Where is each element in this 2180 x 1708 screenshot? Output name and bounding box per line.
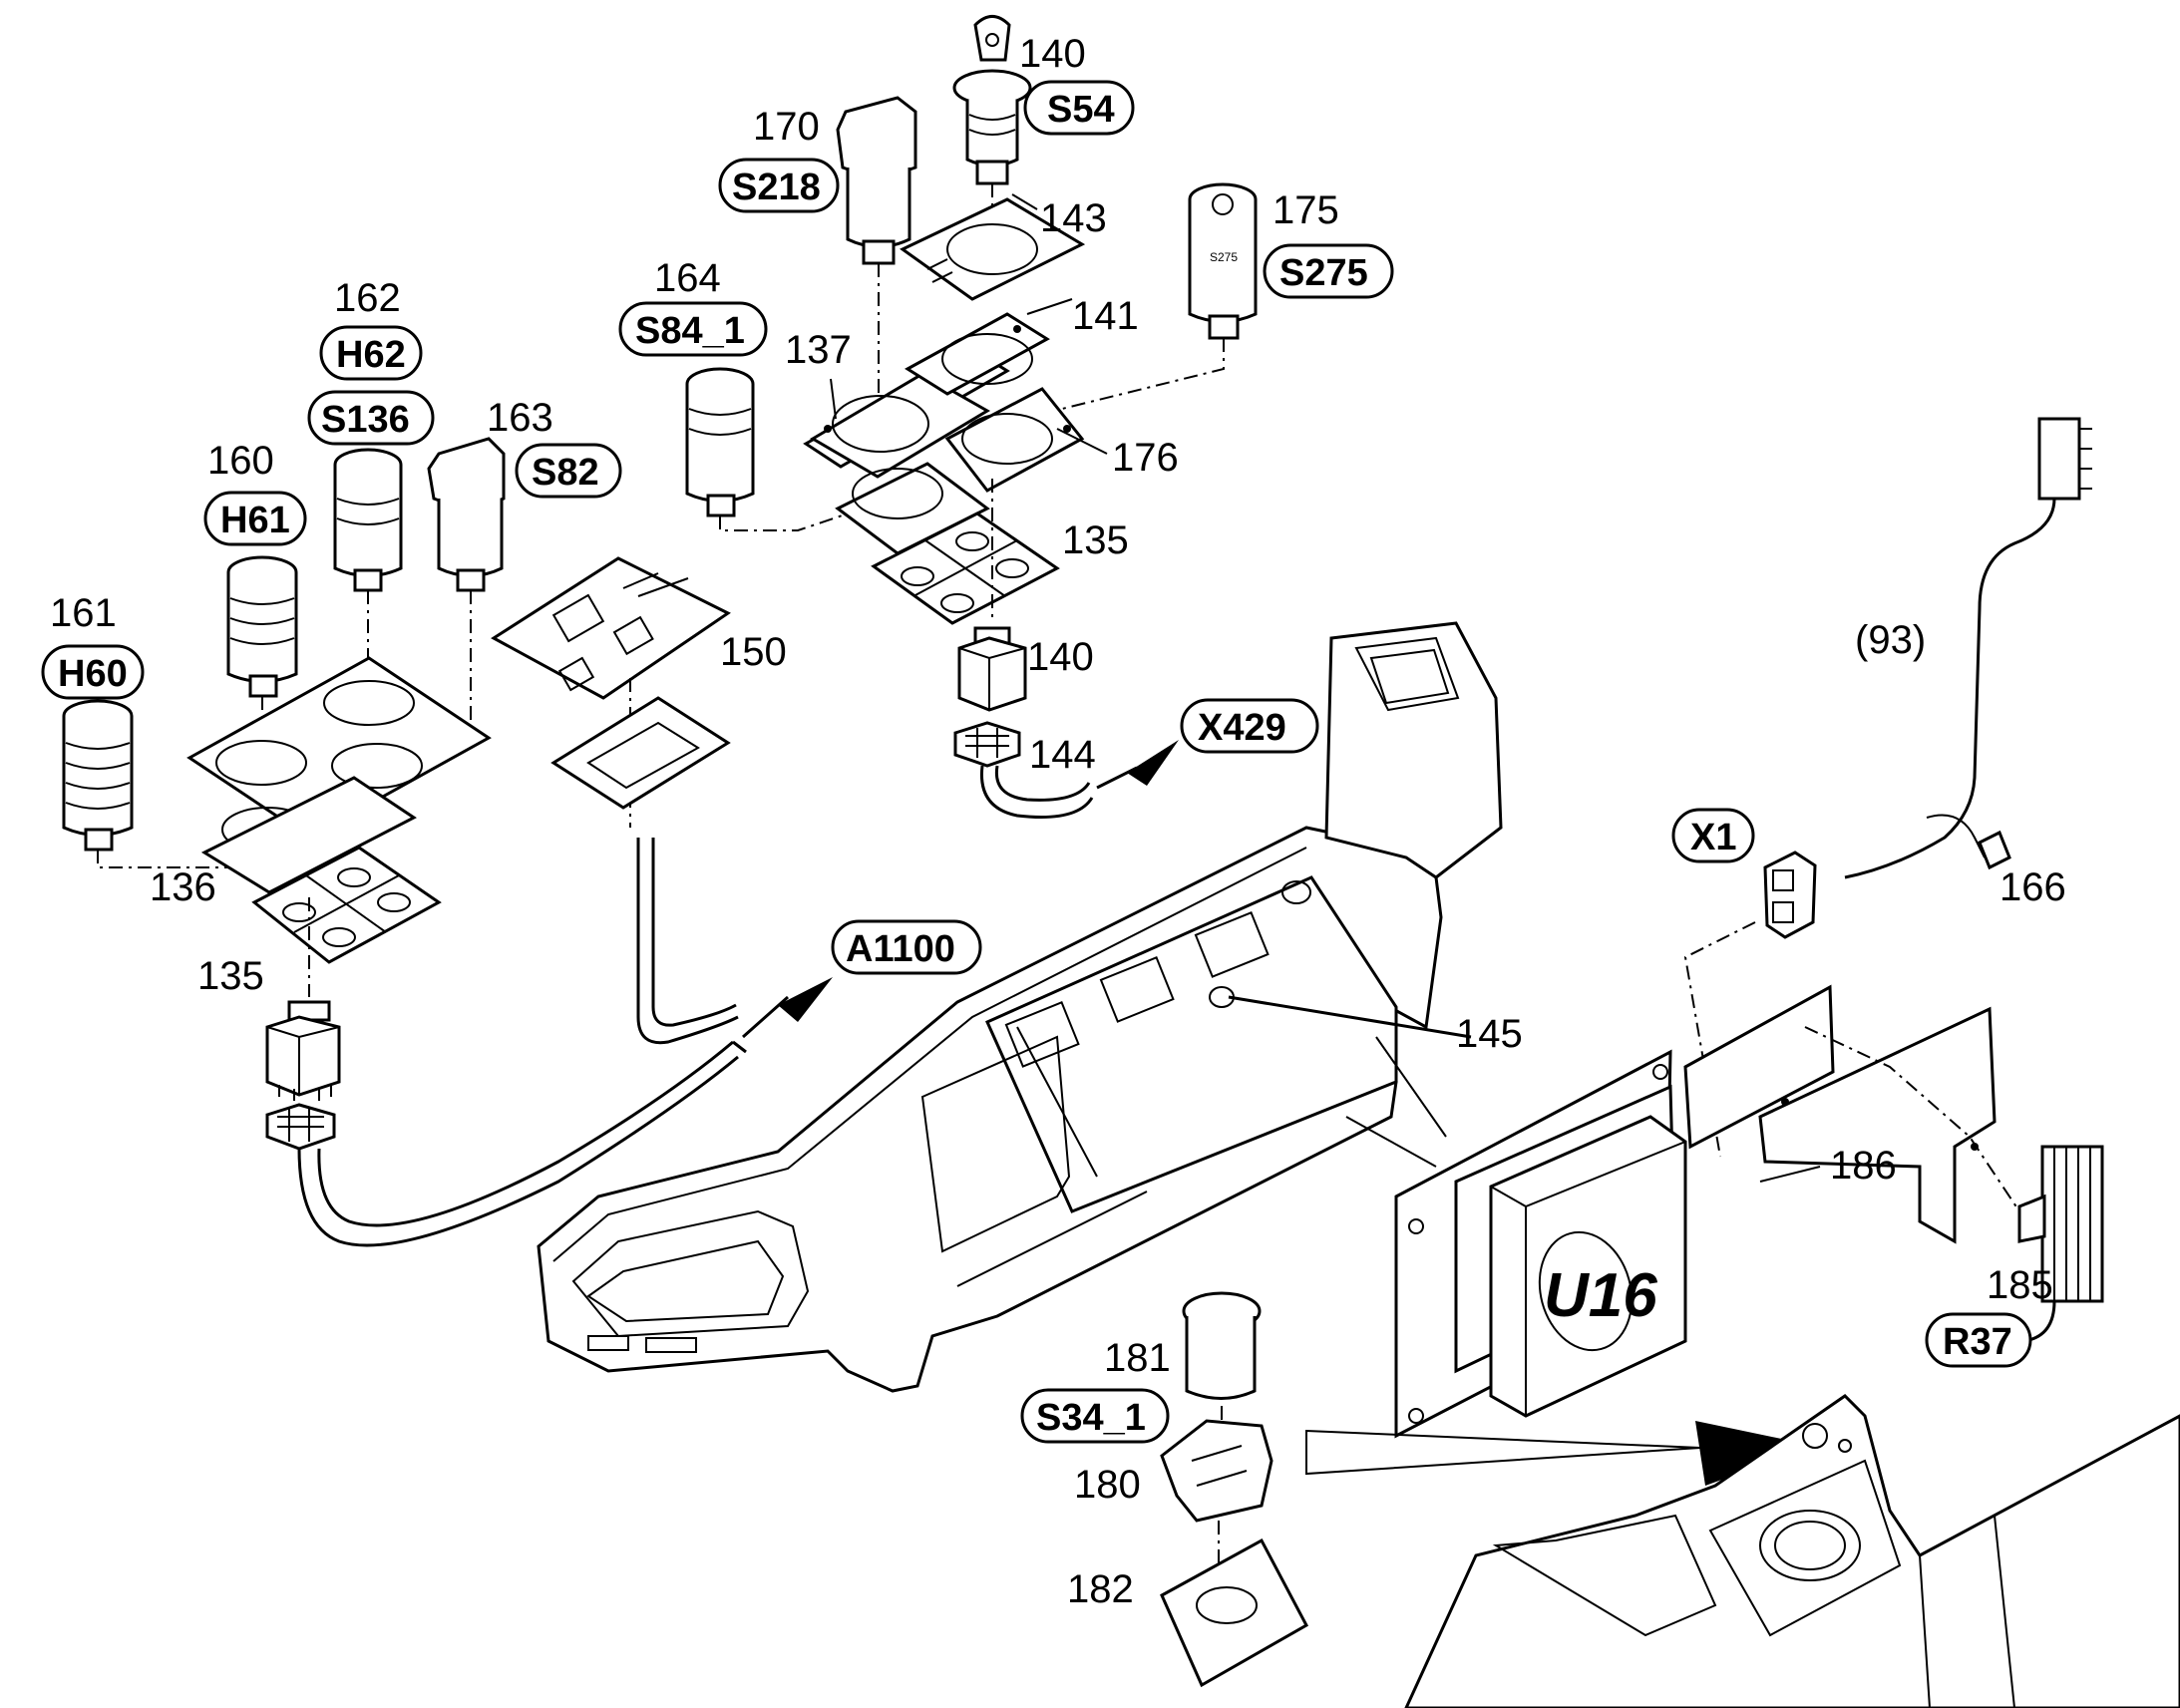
grid-plate-135-left bbox=[251, 846, 442, 964]
plate-143 bbox=[900, 197, 1086, 301]
svg-text:X429: X429 bbox=[1198, 707, 1286, 749]
part-number: 140 bbox=[1027, 635, 1094, 679]
arrow-a1100 bbox=[742, 977, 833, 1039]
svg-text:R37: R37 bbox=[1943, 1321, 2012, 1363]
ref-s54: S54 bbox=[1023, 80, 1135, 136]
ref-s84-1: S84_1 bbox=[618, 301, 768, 357]
part-marking-s275: S275 bbox=[1210, 250, 1238, 264]
ref-x1: X1 bbox=[1671, 808, 1755, 863]
part-number: 160 bbox=[207, 439, 274, 483]
module-label-u16: U16 bbox=[1544, 1261, 1657, 1330]
part-number: 176 bbox=[1112, 436, 1179, 480]
svg-text:A1100: A1100 bbox=[846, 928, 955, 970]
emergency-stop-group bbox=[1160, 1291, 1309, 1688]
part-number: 180 bbox=[1074, 1463, 1141, 1507]
part-number: 135 bbox=[1062, 518, 1129, 562]
switch-body-140 bbox=[957, 626, 1027, 712]
svg-text:H62: H62 bbox=[336, 334, 406, 376]
part-number: 135 bbox=[197, 954, 264, 998]
svg-text:S82: S82 bbox=[532, 452, 599, 494]
ref-x429: X429 bbox=[1180, 698, 1319, 754]
plate-137-141-176 bbox=[803, 312, 1085, 555]
pushbutton-h61 bbox=[226, 555, 298, 698]
rotary-switch-s82 bbox=[427, 437, 506, 592]
detail-arrow bbox=[1305, 1421, 1815, 1486]
part-number: 170 bbox=[753, 105, 820, 149]
label-plate-136 bbox=[186, 656, 492, 894]
part-number: 140 bbox=[1019, 32, 1086, 76]
keyswitch-s54 bbox=[952, 15, 1032, 185]
part-number: 137 bbox=[785, 328, 852, 372]
svg-text:X1: X1 bbox=[1690, 817, 1736, 858]
ref-h61: H61 bbox=[203, 491, 307, 546]
part-number: 161 bbox=[50, 591, 117, 635]
pushbutton-s84-1 bbox=[685, 367, 755, 517]
switch-body-135 bbox=[265, 1000, 341, 1101]
svg-text:S84_1: S84_1 bbox=[635, 310, 745, 352]
console-housing bbox=[537, 621, 1503, 1393]
svg-text:H61: H61 bbox=[220, 500, 290, 541]
ref-s82: S82 bbox=[515, 443, 622, 499]
part-number-labels: 140 170 143 175 164 162 141 137 163 176 … bbox=[50, 32, 2066, 1611]
connector-x1 bbox=[1683, 851, 1817, 1158]
bracket-186 bbox=[1683, 984, 2020, 1244]
part-number: 141 bbox=[1072, 294, 1139, 338]
cable-harness-93 bbox=[1844, 417, 2092, 879]
part-number: 182 bbox=[1067, 1567, 1134, 1611]
connector-144 bbox=[953, 721, 1094, 820]
ref-a1100: A1100 bbox=[831, 919, 982, 975]
part-number: 181 bbox=[1104, 1336, 1171, 1380]
part-number: 136 bbox=[150, 865, 216, 909]
ref-s218: S218 bbox=[718, 158, 840, 213]
part-number: (93) bbox=[1855, 618, 1926, 662]
part-number: 145 bbox=[1456, 1012, 1523, 1056]
arrow-x429 bbox=[1096, 740, 1179, 790]
ref-h60: H60 bbox=[41, 644, 145, 700]
resistor-r37 bbox=[1998, 1145, 2104, 1343]
svg-text:S54: S54 bbox=[1047, 89, 1115, 131]
part-number: 186 bbox=[1830, 1144, 1897, 1188]
upper-switch-group: S275 bbox=[685, 15, 1258, 820]
ref-s136: S136 bbox=[307, 390, 435, 446]
ref-s275: S275 bbox=[1263, 243, 1394, 299]
pushbutton-s275: S275 bbox=[1188, 182, 1258, 340]
grid-plate-135-top bbox=[871, 512, 1060, 625]
svg-text:S136: S136 bbox=[321, 399, 410, 441]
left-switch-group bbox=[62, 437, 747, 1247]
part-number: 164 bbox=[654, 256, 721, 300]
svg-text:S34_1: S34_1 bbox=[1036, 1397, 1146, 1439]
connector-left bbox=[265, 1103, 336, 1151]
control-module-u16: U16 bbox=[1394, 1049, 1687, 1439]
part-number: 143 bbox=[1040, 196, 1107, 240]
console-detail-view bbox=[1404, 1394, 2180, 1708]
part-number: 175 bbox=[1272, 188, 1339, 232]
svg-text:S218: S218 bbox=[732, 167, 821, 208]
switch-s136 bbox=[333, 448, 403, 592]
label-plate-150-group bbox=[491, 556, 739, 1045]
part-number: 150 bbox=[720, 630, 787, 674]
ref-r37: R37 bbox=[1925, 1312, 2032, 1368]
svg-text:H60: H60 bbox=[58, 653, 128, 695]
part-number: 166 bbox=[1999, 865, 2066, 909]
part-number: 185 bbox=[1987, 1263, 2053, 1307]
pushbutton-h60 bbox=[62, 699, 134, 852]
part-number: 163 bbox=[487, 396, 553, 440]
ref-h62: H62 bbox=[319, 325, 423, 381]
reference-designators: S54 S218 S275 S84_1 H62 S136 S82 H61 bbox=[41, 80, 2032, 1444]
part-number: 144 bbox=[1029, 733, 1096, 777]
ref-s34-1: S34_1 bbox=[1020, 1388, 1170, 1444]
rotary-switch-s218 bbox=[836, 96, 917, 265]
svg-text:S275: S275 bbox=[1279, 252, 1368, 294]
part-number: 162 bbox=[334, 276, 401, 320]
